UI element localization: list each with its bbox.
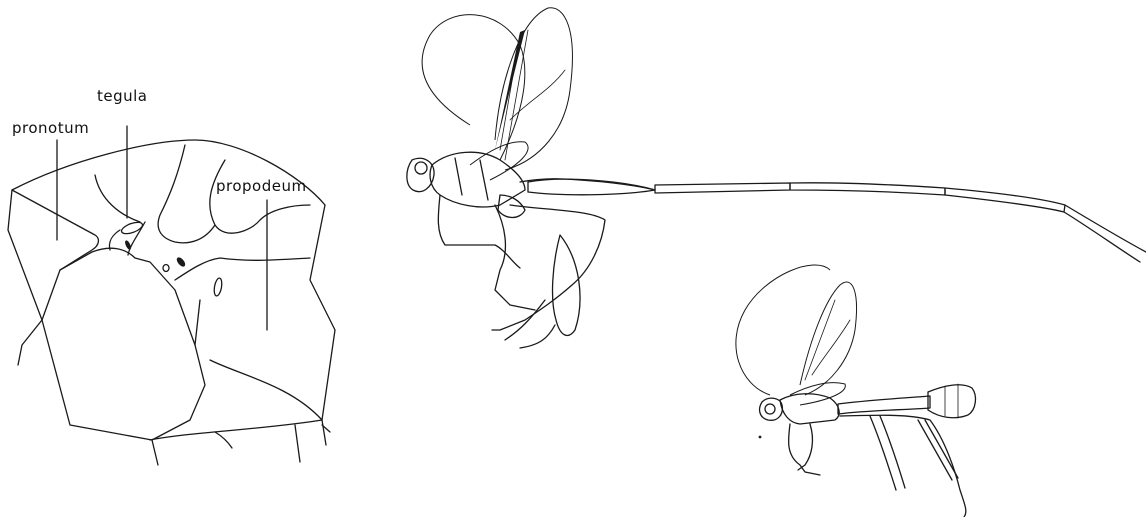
small-hind-leg bbox=[840, 415, 966, 517]
small-hind-tarsus-2 bbox=[918, 420, 958, 480]
large-front-leg bbox=[438, 195, 520, 268]
label-pronotum: pronotum bbox=[12, 119, 89, 137]
large-thorax bbox=[430, 152, 525, 207]
wasp-large-illustration bbox=[407, 8, 1146, 348]
small-thorax bbox=[780, 394, 839, 424]
large-mid-leg bbox=[495, 205, 535, 310]
thorax-ridge-3 bbox=[210, 160, 310, 233]
small-gaster-segments bbox=[945, 384, 958, 418]
spiracle-mark-3 bbox=[163, 265, 169, 272]
thorax-outline-left bbox=[8, 190, 42, 365]
leg-stub-mid bbox=[215, 432, 232, 448]
small-gaster bbox=[928, 385, 975, 418]
large-wing-lobe bbox=[470, 142, 528, 180]
small-hindwing bbox=[800, 282, 857, 395]
small-hind-tibia bbox=[870, 416, 905, 490]
small-mid-leg bbox=[798, 424, 812, 470]
large-abdomen-seg3 bbox=[790, 183, 945, 195]
spiracle-mark-1 bbox=[124, 240, 132, 251]
small-speck bbox=[759, 436, 762, 439]
large-abdomen-seg1 bbox=[528, 179, 655, 195]
thorax-ridge-5 bbox=[109, 230, 120, 250]
small-head bbox=[760, 398, 783, 420]
large-hind-tarsus bbox=[505, 300, 555, 348]
spiracle-mark-2 bbox=[175, 256, 187, 268]
label-tegula: tegula bbox=[97, 87, 148, 105]
wasp-small-illustration bbox=[736, 265, 976, 517]
propodeal-spiracle bbox=[213, 278, 223, 297]
thorax-outline-right bbox=[310, 205, 335, 445]
large-ovipositor bbox=[1064, 205, 1146, 262]
small-wing-vein-2 bbox=[812, 320, 850, 375]
large-wing-vein-3 bbox=[510, 70, 565, 120]
pronotum-inner-edge bbox=[12, 190, 98, 270]
small-petiole bbox=[838, 396, 930, 414]
large-hind-leg bbox=[492, 205, 605, 330]
large-eye bbox=[415, 162, 427, 174]
thorax-diagram: pronotum tegula propodeum bbox=[8, 87, 335, 465]
small-wing-vein-1 bbox=[805, 300, 835, 380]
tegula-shape bbox=[120, 220, 144, 236]
thorax-ridge-2 bbox=[158, 145, 215, 243]
leg-stub-left bbox=[152, 440, 158, 465]
thorax-ridge-1 bbox=[95, 175, 140, 222]
label-propodeum: propodeum bbox=[216, 177, 307, 195]
propodeum-plate bbox=[175, 258, 322, 420]
small-eye bbox=[765, 404, 775, 414]
large-hind-tibia bbox=[553, 235, 580, 335]
small-front-leg bbox=[789, 424, 820, 475]
large-abdomen-seg4 bbox=[945, 188, 1065, 212]
leg-stub-right bbox=[295, 425, 300, 462]
large-abdomen-seg2 bbox=[655, 183, 790, 193]
